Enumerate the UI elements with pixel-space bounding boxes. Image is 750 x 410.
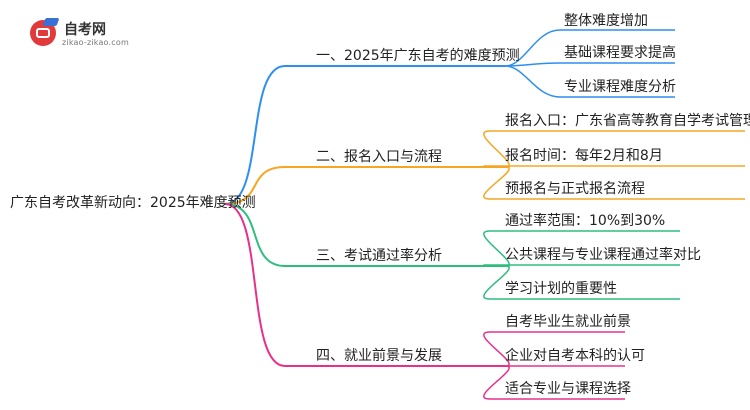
leaf-3-3: 学习计划的重要性 [505, 281, 617, 297]
leaf-1-3-connector [504, 65, 561, 98]
site-logo: 自考网 zikao-zikao.com [30, 16, 150, 50]
leaf-4-1: 自考毕业生就业前景 [505, 314, 631, 330]
leaf-4-2: 企业对自考本科的认可 [505, 348, 645, 364]
leaf-1-2: 基础课程要求提高 [564, 45, 676, 61]
leaf-1-3: 专业课程难度分析 [564, 79, 676, 95]
leaf-2-3: 预报名与正式报名流程 [505, 181, 645, 197]
branch-1-label: 一、2025年广东自考的难度预测 [316, 48, 520, 64]
leaf-2-2: 报名时间：每年2月和8月 [505, 148, 663, 164]
branch-4-label: 四、就业前景与发展 [316, 348, 442, 364]
branch-2-connector [224, 166, 286, 205]
leaf-2-1: 报名入口：广东省高等教育自学考试管理系统 [505, 113, 750, 129]
branch-1-connector [224, 65, 286, 205]
branch-4-connector [224, 203, 286, 367]
leaf-3-3-connector [483, 265, 510, 300]
root-topic: 广东自考改革新动向：2025年难度预测 [10, 195, 256, 211]
leaf-2-3-connector [483, 166, 510, 200]
leaf-4-1-connector [483, 331, 510, 367]
graduation-cap-icon [42, 18, 60, 26]
logo-name: 自考网 [64, 22, 106, 38]
branch-3-connector [224, 203, 286, 267]
leaf-3-2: 公共课程与专业课程通过率对比 [505, 247, 701, 263]
logo-url: zikao-zikao.com [62, 38, 129, 47]
branch-3-label: 三、考试通过率分析 [316, 248, 442, 264]
leaf-3-1: 通过率范围：10%到30% [505, 213, 666, 229]
leaf-4-3: 适合专业与课程选择 [505, 381, 631, 397]
leaf-4-3-connector [483, 365, 510, 400]
leaf-1-1-connector [504, 29, 561, 67]
branch-2-label: 二、报名入口与流程 [316, 149, 442, 165]
leaf-1-1: 整体难度增加 [564, 13, 648, 29]
